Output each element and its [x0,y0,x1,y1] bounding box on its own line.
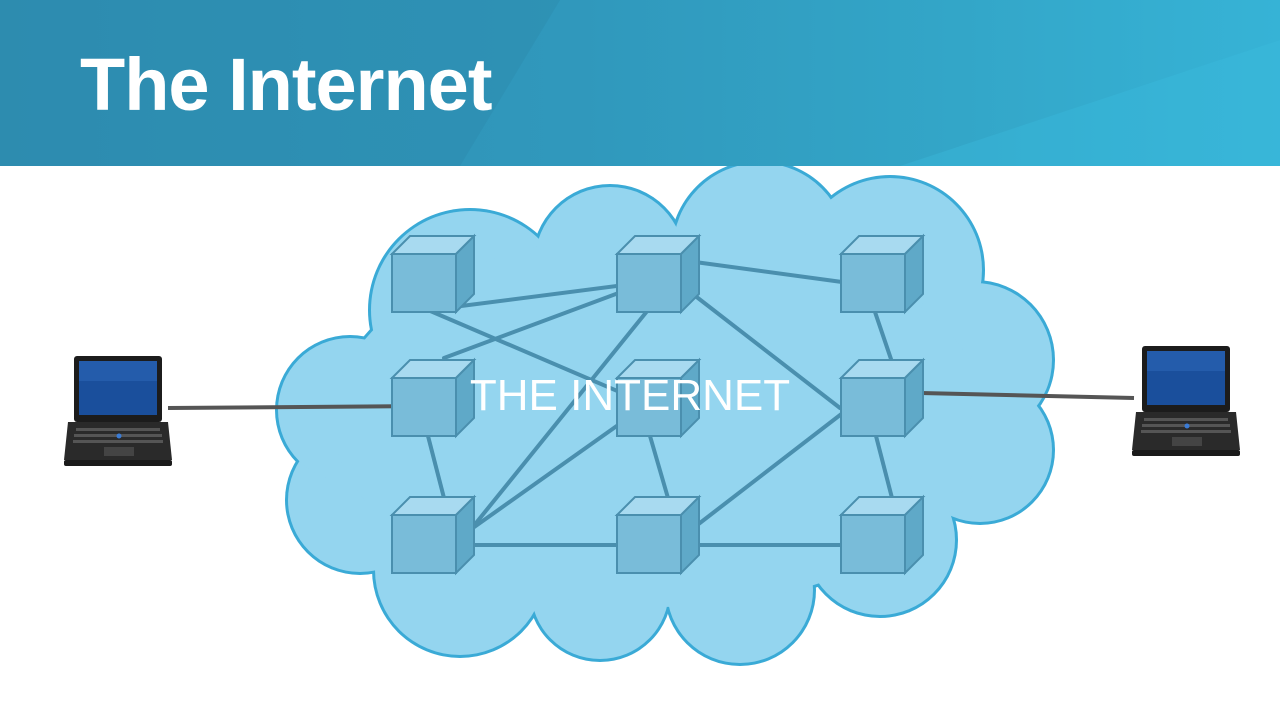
link-laptop-left [167,404,429,410]
header-decoration [0,0,1280,166]
link-r5-r7 [468,416,630,532]
link-r2-r7 [470,308,650,530]
laptop-left-icon [64,356,172,466]
link-r6-r9 [874,434,894,500]
router-links [426,260,894,547]
router-top-right [840,235,924,313]
laptop-right-icon [1132,346,1240,456]
slide-title: The Internet [80,43,492,126]
router-middle-left [391,359,475,437]
router-bottom-left [391,496,475,574]
link-r2-r3 [693,260,844,284]
link-r2-r6 [683,286,842,410]
router-top-center [616,235,700,313]
slide-header: The Internet [0,0,1280,166]
cloud-label: THE INTERNET [470,371,790,420]
link-r6-r8 [694,410,846,528]
link-r3-r6 [873,310,894,364]
link-r1-r5 [426,308,652,407]
link-r1-r2 [428,280,650,312]
router-middle-right [840,359,924,437]
link-r2-r4 [442,280,650,360]
router-bottom-center [616,496,700,574]
link-r5-r8 [648,434,670,500]
internet-diagram: THE INTERNET [64,166,1240,666]
link-r4-r7 [426,434,446,500]
router-top-left [391,235,475,313]
router-bottom-right [840,496,924,574]
